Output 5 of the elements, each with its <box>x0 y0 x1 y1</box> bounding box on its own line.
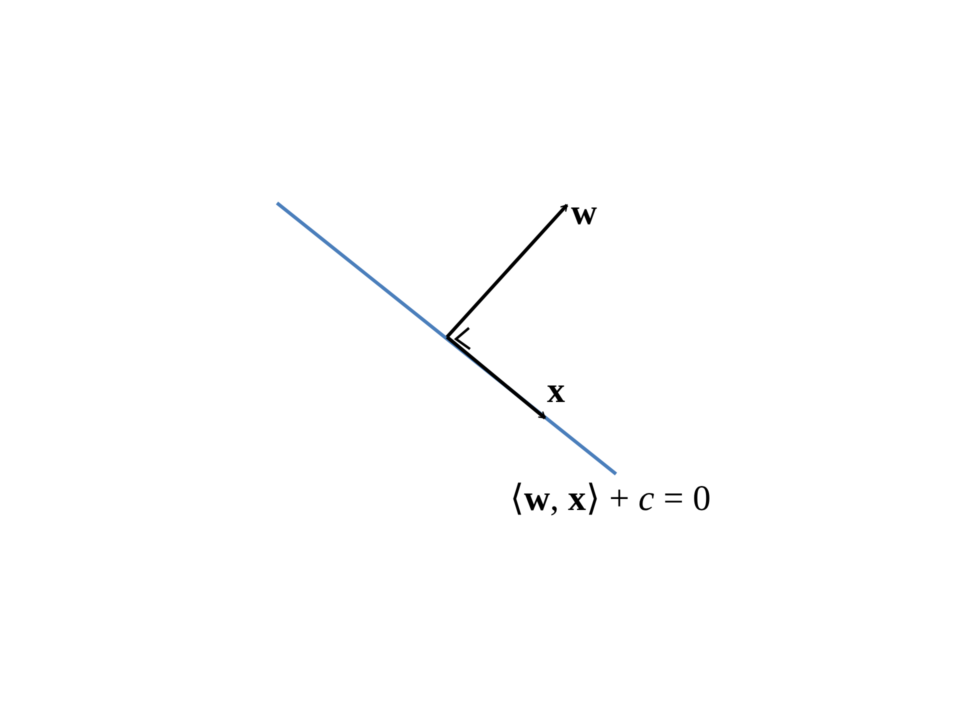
vector-label: x <box>545 372 575 418</box>
vector-label: w <box>567 194 609 230</box>
hyperplane-equation: ⟨w, x⟩ + c = 0 <box>510 478 711 518</box>
vector-arrow <box>446 204 568 338</box>
vector-arrow <box>446 336 546 420</box>
